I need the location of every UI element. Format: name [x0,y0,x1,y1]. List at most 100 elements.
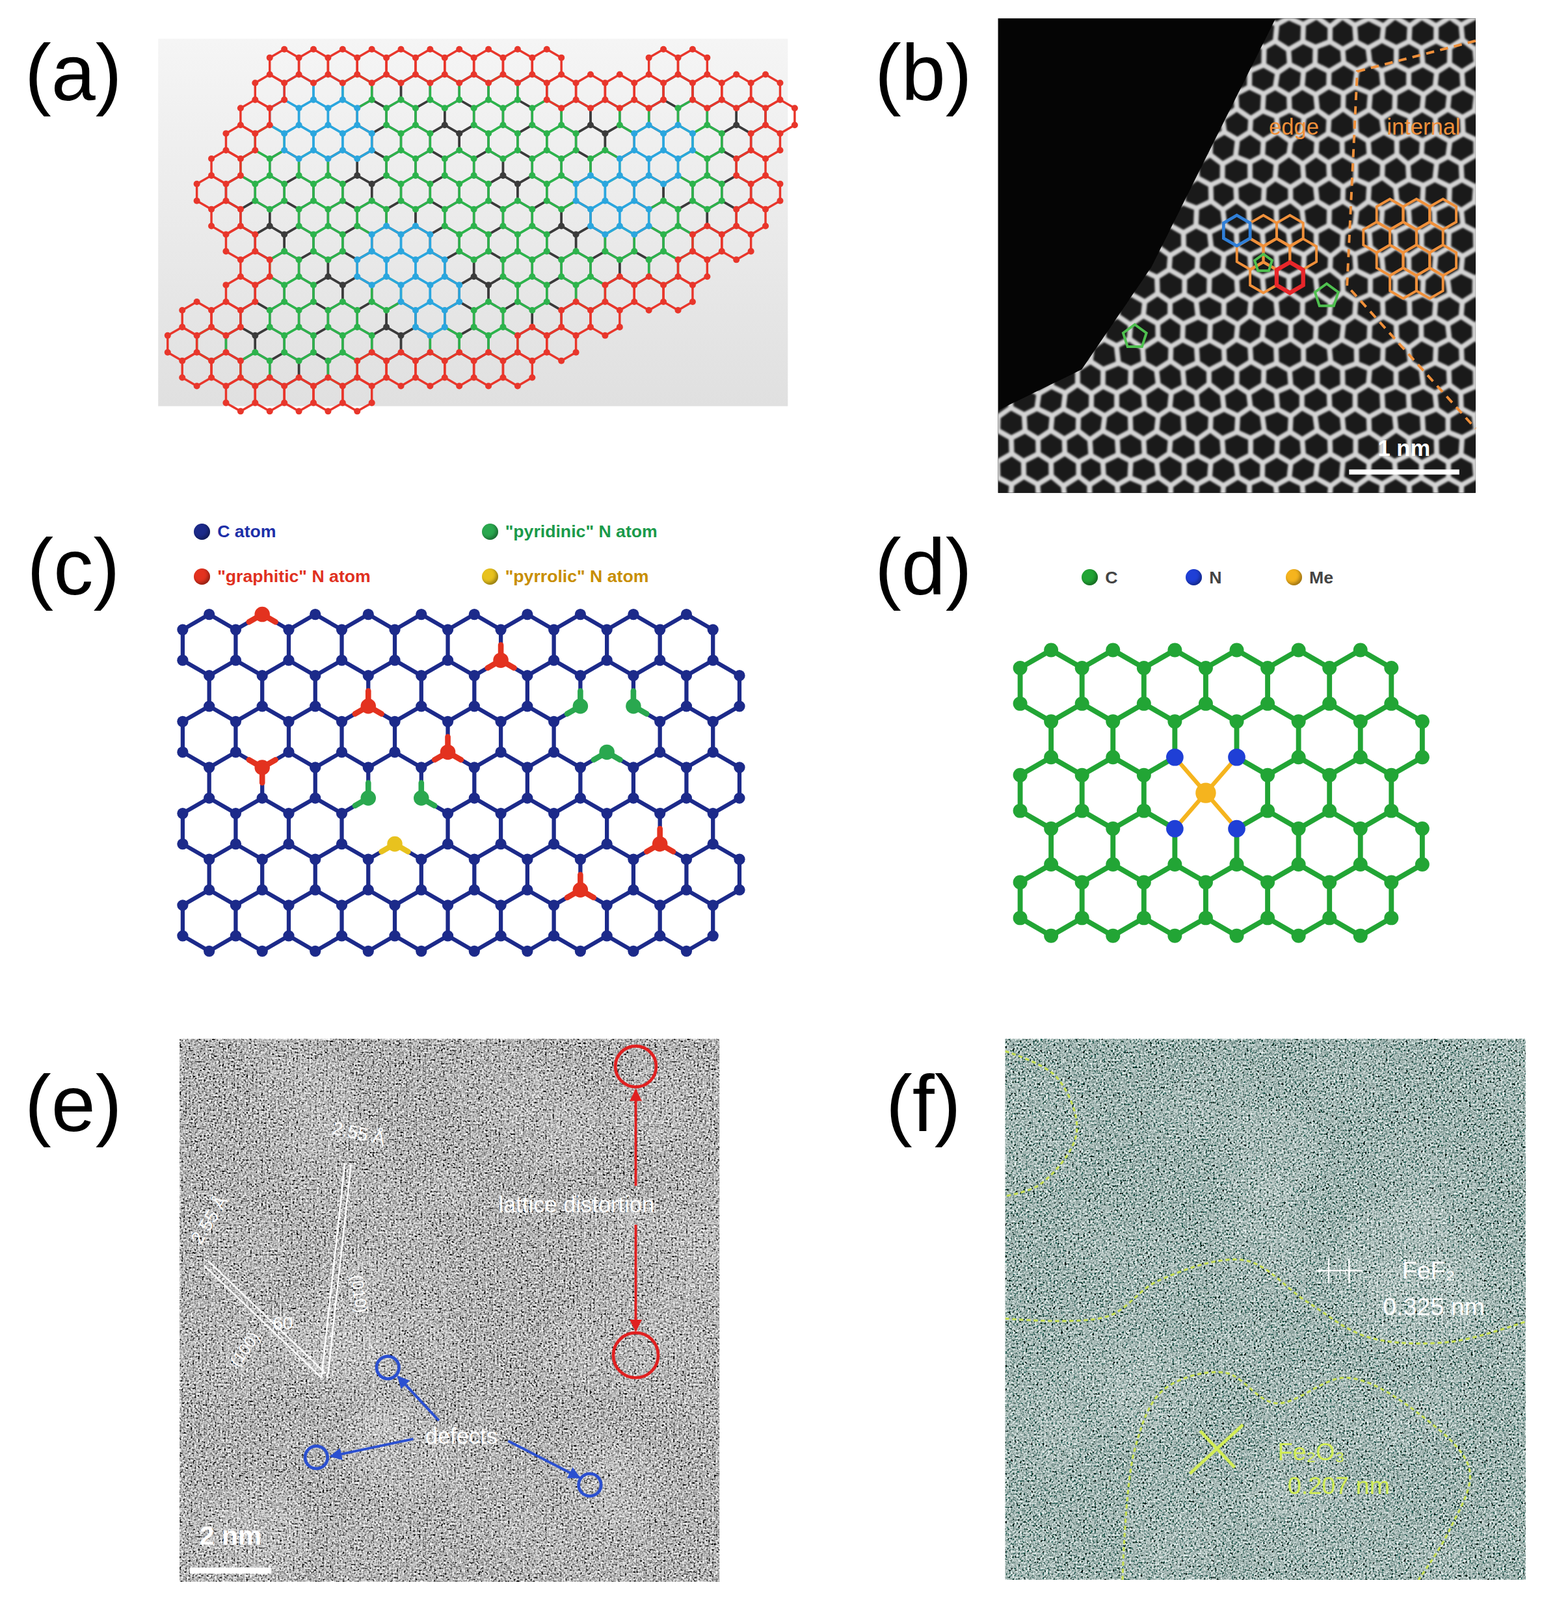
illustration-part [266,407,274,415]
illustration-part [251,382,259,389]
illustration-part [1064,292,1078,303]
illustration-part [1117,247,1131,255]
illustration-part [1011,177,1025,188]
illustration-part [1209,109,1223,119]
illustration-part [251,281,259,289]
illustration-part [222,281,229,289]
illustration-part [327,49,358,84]
illustration-part [1077,317,1091,324]
illustration-part [251,146,259,154]
illustration-part [660,46,667,53]
illustration-part [660,96,667,103]
illustration-part [237,172,244,179]
illustration-part [660,79,667,86]
illustration-part [997,1,1000,17]
illustration-part [1392,3,1399,17]
illustration-part [1263,0,1277,2]
illustration-part [1087,254,1094,271]
illustration-part [558,256,565,263]
illustration-part [1010,386,1025,393]
illustration-part [412,273,419,280]
illustration-part [1036,117,1042,134]
illustration-part [543,96,551,103]
illustration-part [1154,48,1160,64]
illustration-part [441,256,449,263]
illustration-part [1077,156,1091,164]
illustration-part [762,206,769,213]
illustration-part [310,96,317,103]
illustration-part [426,130,434,137]
illustration-part [1038,270,1053,280]
illustration-part [1170,202,1184,209]
illustration-part [998,109,1011,117]
illustration-part [1224,18,1237,27]
illustration-part [1076,1,1082,19]
illustration-part [1078,0,1092,2]
illustration-part [1488,118,1490,133]
illustration-part [295,71,303,79]
illustration-part [455,146,463,154]
illustration-part [295,374,303,382]
illustration-part [353,256,361,263]
illustration-part [998,223,1011,233]
illustration-part [485,349,492,356]
illustration-part [1500,0,1515,4]
illustration-part [1064,225,1078,233]
illustration-part [426,298,434,306]
illustration-part [1010,132,1025,142]
illustration-part [630,146,638,154]
illustration-part [222,298,229,306]
illustration-part [1210,16,1225,27]
illustration-part [1514,0,1528,2]
illustration-part [412,172,419,179]
illustration-part [689,130,696,137]
illustration-part [1514,41,1530,49]
illustration-part [502,352,533,387]
illustration-part [1076,87,1091,96]
illustration-part [997,362,1012,369]
illustration-part [455,247,463,255]
illustration-part [1183,154,1197,164]
illustration-part [1050,247,1066,256]
illustration-part [208,374,215,382]
illustration-part [1475,0,1489,4]
illustration-part [266,323,274,331]
illustration-part [266,71,274,79]
illustration-part [1514,223,1528,231]
illustration-part [368,230,376,238]
illustration-part [1182,2,1184,17]
illustration-part [1210,63,1223,72]
illustration-part [971,247,985,256]
illustration-part [572,197,580,205]
illustration-part [997,40,1013,48]
illustration-part [1063,179,1078,187]
illustration-part [1500,3,1502,19]
illustration-part [1158,200,1171,209]
illustration-part [776,96,784,103]
illustration-part [747,180,755,188]
illustration-part [353,54,361,62]
illustration-part [368,79,376,86]
illustration-part [1167,208,1174,226]
illustration-part [485,281,492,289]
illustration-part [971,407,984,416]
illustration-part [558,273,565,280]
illustration-part [1196,0,1210,2]
illustration-part [660,130,667,137]
illustration-part [543,298,551,306]
illustration-part [645,104,653,112]
illustration-part [1166,162,1173,178]
illustration-part [776,79,784,86]
illustration-part [211,301,241,336]
illustration-part [558,323,565,331]
illustration-part [1157,140,1159,157]
illustration-part [718,230,726,238]
illustration-part [470,206,478,213]
illustration-part [1171,64,1184,73]
illustration-part [1485,300,1491,317]
illustration-part [601,197,609,205]
illustration-part [353,357,361,365]
illustration-part [1316,0,1331,3]
illustration-part [1118,39,1132,48]
illustration-part [984,0,1000,2]
